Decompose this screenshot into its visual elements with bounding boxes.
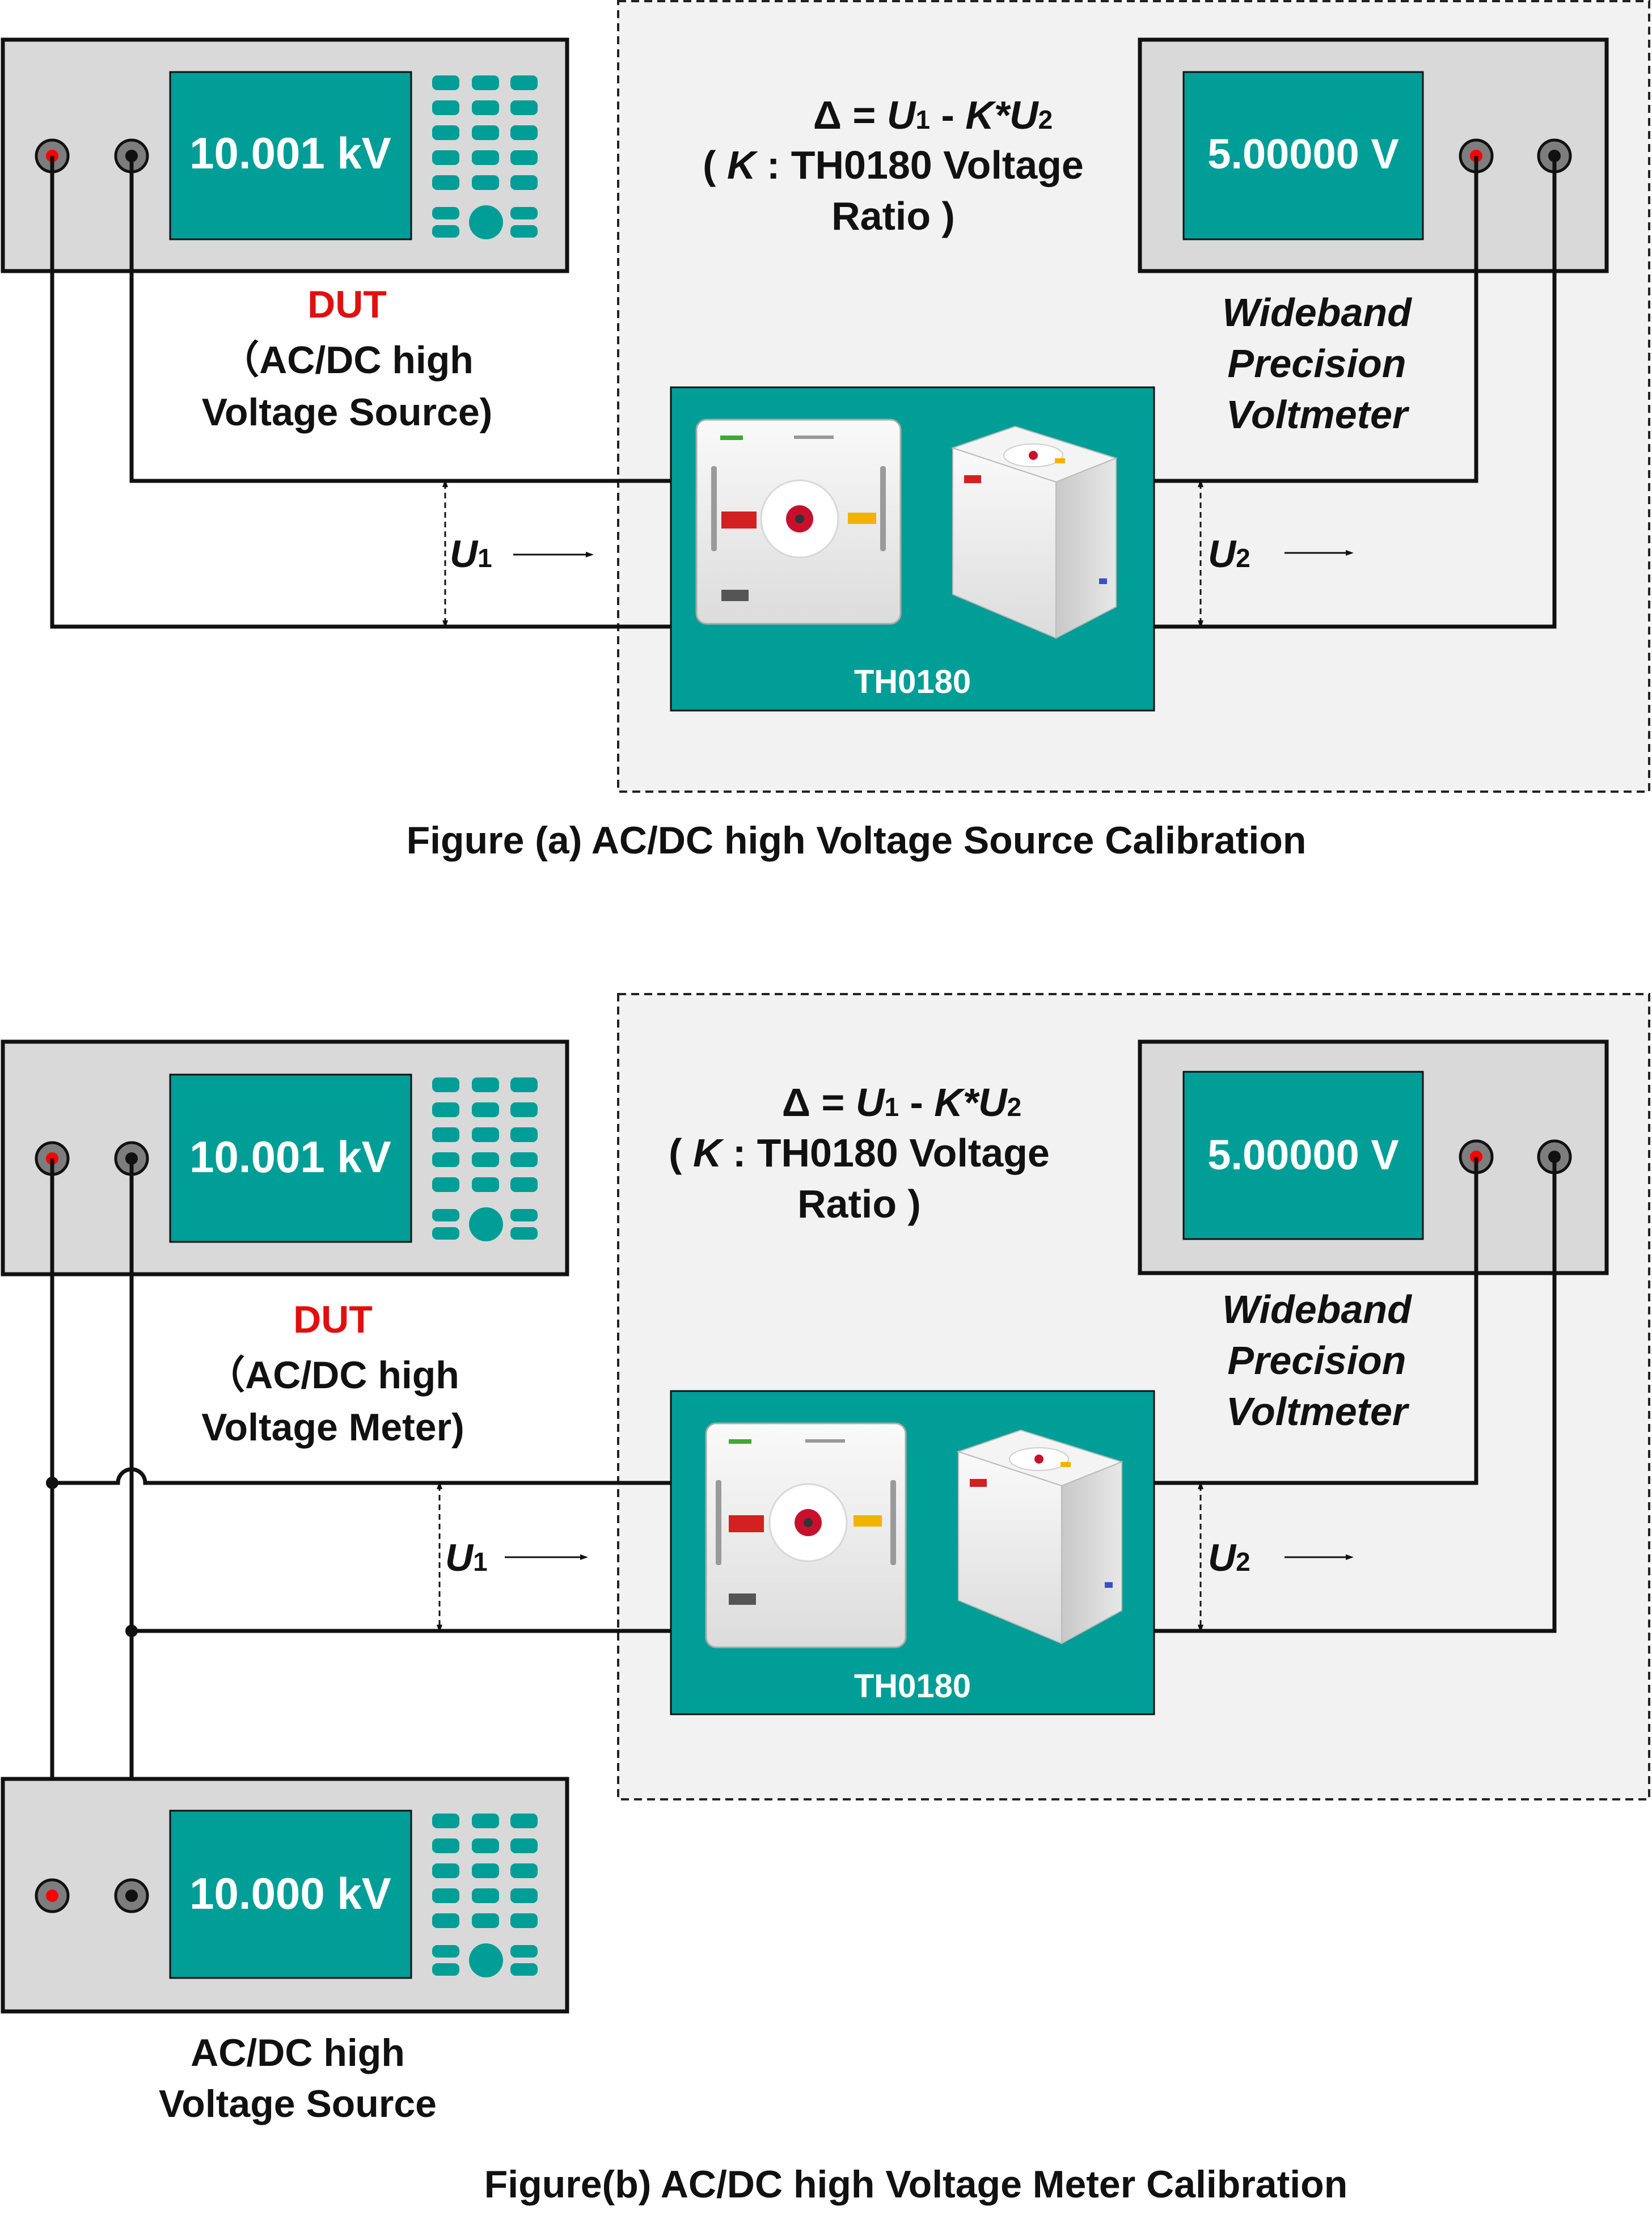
- th0180-side-unit-image: [956, 1429, 1123, 1645]
- th0180-divider: TH0180: [670, 1390, 1155, 1715]
- voltmeter-label-line3: Voltmeter: [1226, 392, 1410, 437]
- u2-voltage-indicator: U2: [1198, 1481, 1354, 1633]
- th0180-front-unit-image: [695, 419, 902, 625]
- voltmeter-label-line2: Precision: [1227, 1338, 1406, 1383]
- keypad: [432, 75, 538, 239]
- black-terminal-icon: [114, 1878, 149, 1913]
- dut-label: DUT: [307, 283, 387, 326]
- dut-desc-line2: Voltage Meter): [201, 1406, 464, 1449]
- caption-a: Figure (a) AC/DC high Voltage Source Cal…: [407, 819, 1307, 862]
- voltmeter-label-line3: Voltmeter: [1226, 1389, 1410, 1434]
- source-display-value: 10.001 kV: [189, 128, 391, 178]
- u1-label: U1: [450, 532, 492, 576]
- voltmeter-display: [1182, 1071, 1424, 1240]
- u1-voltage-indicator: U1: [437, 1481, 588, 1633]
- wiring: [50, 1157, 1557, 1896]
- voltmeter-display-value: 5.00000 V: [1207, 130, 1399, 177]
- formula-line2: ( K : TH0180 Voltage: [669, 1131, 1050, 1175]
- voltmeter-instrument: 5.00000 V: [1138, 1039, 1609, 1275]
- dut-desc-line1: （AC/DC high: [221, 339, 474, 382]
- formula-line3: Ratio ): [797, 1182, 921, 1226]
- dut-meter-instrument: 10.001 kV: [1, 1039, 569, 1276]
- dut-source-instrument: 10.001 kV: [1, 37, 569, 273]
- u2-label: U2: [1208, 1536, 1250, 1579]
- voltmeter-display: [1182, 71, 1424, 240]
- standard-source-display-value: 10.000 kV: [189, 1869, 391, 1918]
- keypad: [432, 1814, 538, 1977]
- junction-dot: [125, 1625, 138, 1637]
- formula-line3: Ratio ): [831, 194, 955, 238]
- voltmeter-display-value: 5.00000 V: [1207, 1131, 1399, 1178]
- formula-line1: Δ = U1 - K*U2: [813, 93, 1053, 137]
- figure-a: 10.001 kV DUT （AC/DC high Voltage Source…: [1, 0, 1650, 862]
- dut-desc-line2: Voltage Source): [202, 391, 493, 434]
- source-display: [169, 71, 412, 240]
- formula-line2: ( K : TH0180 Voltage: [703, 143, 1084, 187]
- caption-b: Figure(b) AC/DC high Voltage Meter Calib…: [484, 2163, 1347, 2206]
- dut-display: [169, 1073, 412, 1243]
- formula-line1: Δ = U1 - K*U2: [782, 1080, 1021, 1125]
- u2-voltage-indicator: U2: [1198, 479, 1354, 628]
- dut-desc-line1: （AC/DC high: [206, 1354, 459, 1397]
- standard-source-label-line2: Voltage Source: [159, 2082, 437, 2125]
- th0180-label: TH0180: [854, 1668, 971, 1705]
- figure-b: 10.001 kV DUT （AC/DC high Voltage Meter): [1, 993, 1650, 2206]
- red-terminal-icon: [35, 1878, 70, 1913]
- keypad: [432, 1077, 538, 1241]
- u2-label: U2: [1208, 532, 1250, 576]
- voltmeter-label-line1: Wideband: [1222, 1287, 1412, 1331]
- voltmeter-label-line2: Precision: [1227, 341, 1406, 386]
- th0180-side-unit-image: [950, 425, 1118, 639]
- dut-display-value: 10.001 kV: [189, 1132, 391, 1182]
- wiring: [50, 156, 1557, 629]
- standard-source-label-line1: AC/DC high: [191, 2031, 405, 2074]
- th0180-divider: TH0180: [670, 386, 1155, 712]
- standard-source-display: [169, 1810, 412, 1979]
- voltmeter-label-line1: Wideband: [1222, 290, 1412, 335]
- u1-voltage-indicator: U1: [442, 479, 594, 628]
- junction-dot: [46, 1477, 58, 1489]
- standard-source-instrument: 10.000 kV: [1, 1777, 569, 2014]
- th0180-label: TH0180: [854, 663, 971, 700]
- dut-label: DUT: [293, 1298, 373, 1341]
- voltmeter-instrument: 5.00000 V: [1138, 37, 1609, 273]
- u1-label: U1: [445, 1536, 488, 1579]
- th0180-front-unit-image: [705, 1422, 907, 1648]
